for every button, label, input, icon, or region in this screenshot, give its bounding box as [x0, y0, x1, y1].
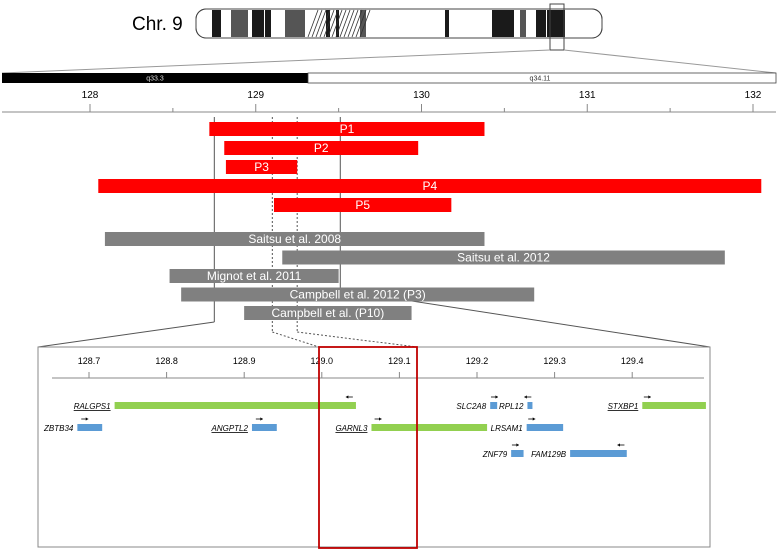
gene-label: ZBTB34 — [43, 424, 74, 433]
ideogram-band — [520, 10, 526, 37]
gene-bar — [570, 450, 627, 457]
ideogram-band — [326, 10, 330, 37]
zoom-scale-tick-label: 128.8 — [155, 356, 178, 366]
megabase-scale: 128 129 130 131 132 — [2, 90, 776, 113]
ideogram-band — [547, 10, 565, 37]
gene-bar — [527, 402, 533, 409]
strand-arrow-head — [532, 417, 536, 421]
gene-bar — [251, 424, 277, 431]
band-q33-3 — [2, 73, 308, 83]
gene-label: FAM129B — [531, 450, 567, 459]
gene-bar — [642, 402, 706, 409]
ideogram-band — [285, 10, 305, 37]
gene-bar — [77, 424, 103, 431]
ideogram-band — [336, 10, 339, 37]
gene-bar — [114, 402, 356, 409]
patient-bar — [224, 141, 419, 155]
gene-label: ANGPTL2 — [210, 424, 248, 433]
ideogram-band — [445, 10, 449, 37]
literature-bar — [169, 269, 339, 283]
strand-arrow-head — [524, 395, 527, 399]
ideogram-band — [252, 10, 264, 37]
ideogram-zoom-box — [549, 3, 565, 51]
literature-label: Campbell et al. 2012 (P3) — [290, 288, 426, 302]
strand-arrow-head — [260, 417, 263, 421]
zoom-line-left — [1, 49, 551, 74]
literature-label: Mignot et al. 2011 — [207, 269, 302, 283]
chromosome-label: Chr. 9 — [132, 14, 183, 35]
patient-label: P4 — [422, 179, 437, 193]
ideogram-band — [492, 10, 514, 37]
chromosome-ideogram — [195, 8, 603, 39]
literature-bar — [244, 306, 412, 320]
literature-label: Campbell et al. (P10) — [271, 306, 384, 320]
strand-arrow-head — [516, 443, 519, 447]
gene-label: ZNF79 — [482, 450, 508, 459]
critical-region-box — [318, 346, 418, 549]
patient-bar — [273, 198, 452, 212]
patient-bar — [98, 179, 762, 193]
zoom-scale-tick-label: 129.0 — [311, 356, 334, 366]
zoom-scale-tick-label: 129.3 — [543, 356, 566, 366]
strand-arrow-head — [379, 417, 382, 421]
ideogram-band — [231, 10, 248, 37]
zoom-scale-tick-label: 128.7 — [78, 356, 101, 366]
strand-arrow-head — [85, 417, 89, 421]
gene-label: RPL12 — [499, 402, 524, 411]
ideogram-centromere — [307, 9, 371, 38]
scale-tick-label: 129 — [247, 90, 264, 101]
zoom-scale-tick-label: 128.9 — [233, 356, 256, 366]
literature-bar — [104, 232, 485, 246]
scale-tick-label: 132 — [745, 90, 762, 101]
strand-arrow-head — [345, 395, 349, 399]
ideogram-band — [265, 10, 271, 37]
band-q34-11 — [307, 72, 777, 84]
patient-label: P3 — [254, 160, 269, 174]
gene-bar — [526, 424, 564, 431]
gene-label: RALGPS1 — [74, 402, 111, 411]
gene-bar — [511, 450, 524, 457]
strand-arrow-head — [495, 395, 498, 399]
literature-label: Saitsu et al. 2008 — [248, 232, 341, 246]
patient-bar — [225, 160, 298, 174]
zoom-scale-tick-label: 129.2 — [466, 356, 489, 366]
ideogram-band — [360, 10, 366, 37]
zoom-connector — [37, 321, 215, 348]
patient-label: P1 — [340, 122, 355, 136]
patient-bar — [209, 122, 485, 136]
zoom-line-right — [563, 49, 777, 74]
strand-arrow-head — [617, 443, 620, 447]
literature-bar — [181, 287, 535, 302]
gene-label: LRSAM1 — [491, 424, 523, 433]
scale-tick-label: 130 — [413, 90, 430, 101]
patient-label: P2 — [314, 141, 329, 155]
scale-tick-label: 131 — [579, 90, 596, 101]
literature-label: Saitsu et al. 2012 — [457, 251, 550, 265]
gene-label: GARNL3 — [335, 424, 368, 433]
gene-bar — [371, 424, 488, 431]
band-right-label: q34.11 — [530, 76, 551, 83]
gene-label: STXBP1 — [608, 402, 639, 411]
ideogram-band — [212, 10, 221, 37]
strand-arrow-head — [648, 395, 651, 399]
scale-tick-label: 128 — [82, 90, 99, 101]
ideogram-border — [195, 8, 603, 39]
gene-bar — [490, 402, 498, 409]
band-left-label: q33.3 — [146, 76, 164, 83]
zoom-connector — [272, 331, 320, 348]
patient-label: P5 — [355, 198, 370, 212]
gene-label: SLC2A8 — [456, 402, 486, 411]
zoom-scale-tick-label: 129.1 — [388, 356, 411, 366]
zoom-connector — [297, 331, 418, 348]
zoom-panel — [37, 346, 711, 548]
ideogram-band — [536, 10, 546, 37]
zoom-scale-tick-label: 129.4 — [621, 356, 644, 366]
zoom-scale: 128.7 128.8 128.9 129.0 129.1 129.2 129.3 129.4 — [78, 356, 644, 378]
literature-bar — [282, 250, 725, 265]
